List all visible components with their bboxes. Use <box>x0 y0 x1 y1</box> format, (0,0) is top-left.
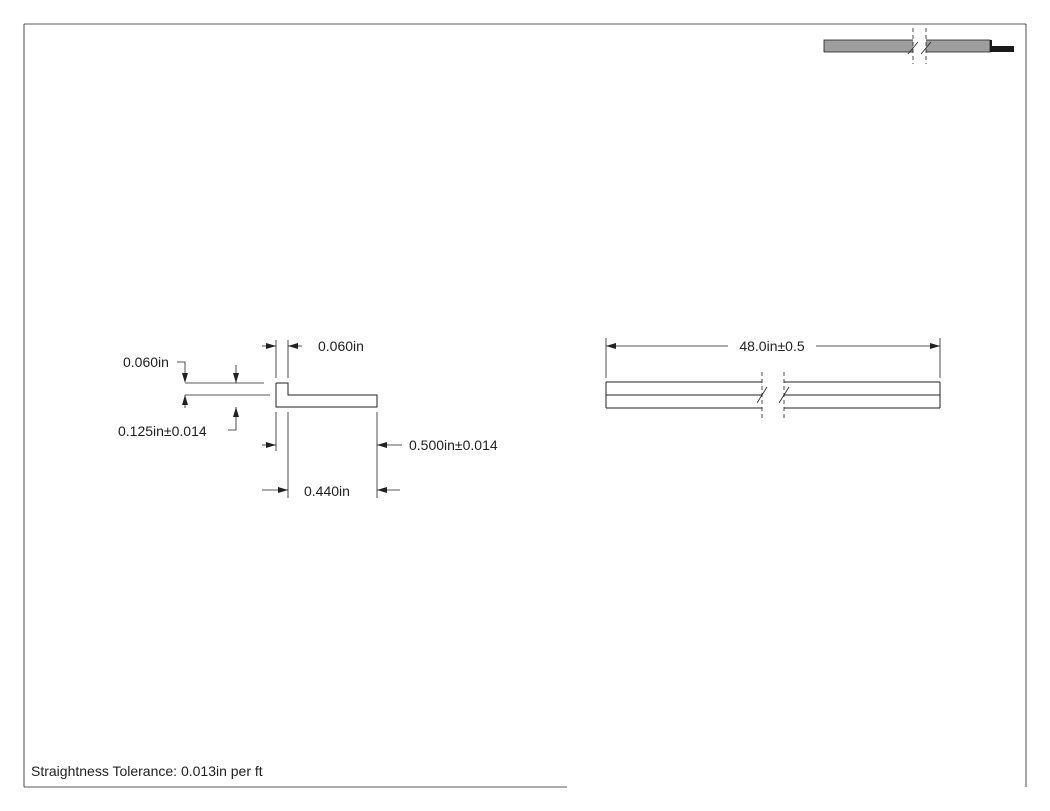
section-extension-lines <box>185 340 378 498</box>
label-leg-length: 0.440in <box>304 483 350 499</box>
label-total-height: 0.125in±0.014 <box>118 423 207 439</box>
straightness-note: Straightness Tolerance: 0.013in per ft <box>31 763 263 779</box>
dim-leg-length: 0.440in <box>262 483 400 499</box>
label-overall-length: 48.0in±0.5 <box>739 338 805 354</box>
label-total-width: 0.500in±0.014 <box>409 437 498 453</box>
dim-overall-length: 48.0in±0.5 <box>605 338 941 378</box>
section-profile <box>275 382 378 408</box>
label-lip-width: 0.060in <box>318 338 364 354</box>
dim-total-width: 0.500in±0.014 <box>262 437 498 453</box>
dim-lip-width: 0.060in <box>262 338 364 354</box>
label-flange-thickness: 0.060in <box>123 354 169 370</box>
length-view <box>605 372 941 418</box>
sheet-border <box>23 23 1027 788</box>
dim-total-height: 0.125in±0.014 <box>118 365 239 439</box>
thumbnail-profile <box>823 28 1014 64</box>
dim-flange-thickness: 0.060in <box>123 354 188 408</box>
